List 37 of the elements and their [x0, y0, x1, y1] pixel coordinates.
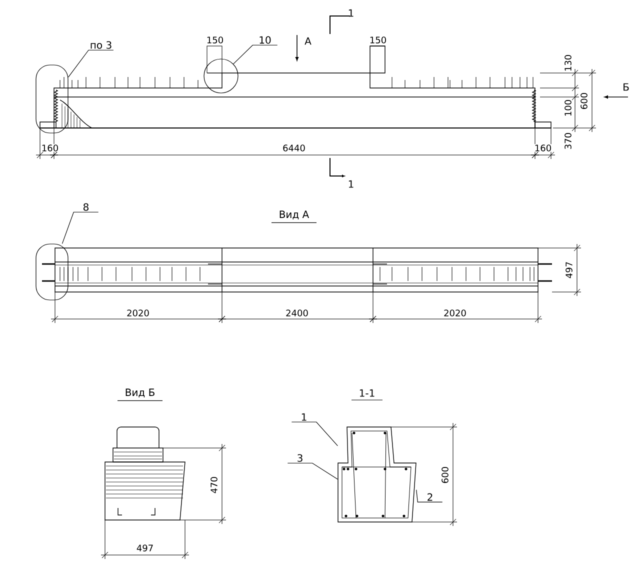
callout-number: 2	[428, 493, 432, 501]
section-label: 1	[348, 9, 354, 17]
dimension-text: 160	[534, 144, 552, 152]
leader-line	[291, 422, 338, 446]
dimension-text: 2400	[285, 309, 309, 317]
callout-number: 1	[302, 413, 306, 421]
dimension-text: 100	[564, 98, 572, 118]
leader-line	[287, 462, 338, 480]
leader-line	[62, 212, 99, 244]
callout-number: по 3	[90, 41, 112, 49]
dimension-text: 2020	[443, 309, 467, 317]
view-letter: А	[304, 37, 312, 45]
callout-number: 10	[260, 36, 271, 44]
dimension-text: 470	[210, 476, 218, 494]
callout-number: 8	[84, 203, 88, 211]
dimension-text: 370	[564, 132, 572, 150]
view-title: 1-1	[351, 389, 383, 400]
detail-circle	[204, 58, 238, 94]
leader-line	[416, 490, 443, 502]
dimension-text: 497	[136, 544, 154, 552]
dimension-text: 130	[564, 54, 572, 72]
dimension-text: 2020	[126, 309, 150, 317]
view-title: Вид А	[271, 210, 317, 223]
dimension-text: 160	[40, 144, 60, 152]
cross-section-drawing	[338, 426, 416, 522]
dimension-text: 600	[441, 466, 449, 484]
leader-line	[68, 50, 114, 78]
dimension-text: 600	[580, 92, 588, 110]
dimension-text: 497	[565, 260, 573, 280]
dimension-text: 6440	[282, 144, 306, 152]
view-title: Вид Б	[117, 388, 163, 401]
leader-line	[233, 44, 278, 64]
view-letter: Б	[624, 83, 629, 91]
dimension-text: 150	[368, 36, 388, 44]
dimension-text: 150	[206, 36, 224, 44]
callout-number: 3	[298, 454, 302, 462]
section-label: 1	[348, 180, 354, 188]
